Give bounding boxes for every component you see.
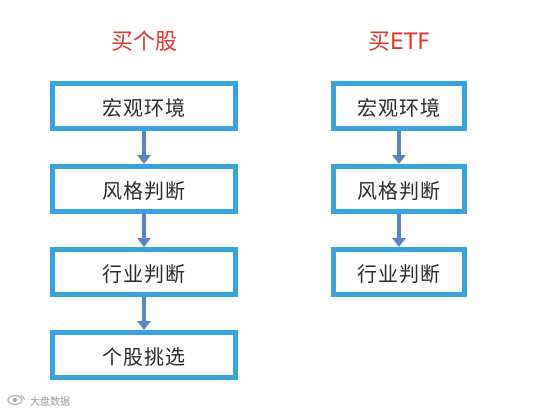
left-column-title: 买个股 xyxy=(110,30,177,55)
right-step-style: 风格判断 xyxy=(331,164,467,214)
right-step-macro: 宏观环境 xyxy=(331,81,467,131)
left-arrow-3 xyxy=(137,297,151,330)
right-arrow-2 xyxy=(392,214,406,247)
right-arrow-1 xyxy=(392,131,406,164)
left-arrow-1 xyxy=(137,131,151,164)
weibo-eye-icon xyxy=(7,394,25,406)
right-step-industry: 行业判断 xyxy=(331,247,467,297)
left-step-macro: 宏观环境 xyxy=(50,81,238,131)
left-step-stock-pick: 个股挑选 xyxy=(50,330,238,380)
right-column-title: 买ETF xyxy=(368,30,430,55)
left-step-industry: 行业判断 xyxy=(50,247,238,297)
left-step-style: 风格判断 xyxy=(50,164,238,214)
watermark-text: 大盘数据 xyxy=(30,396,70,408)
left-arrow-2 xyxy=(137,214,151,247)
watermark: 大盘数据 xyxy=(6,393,70,408)
